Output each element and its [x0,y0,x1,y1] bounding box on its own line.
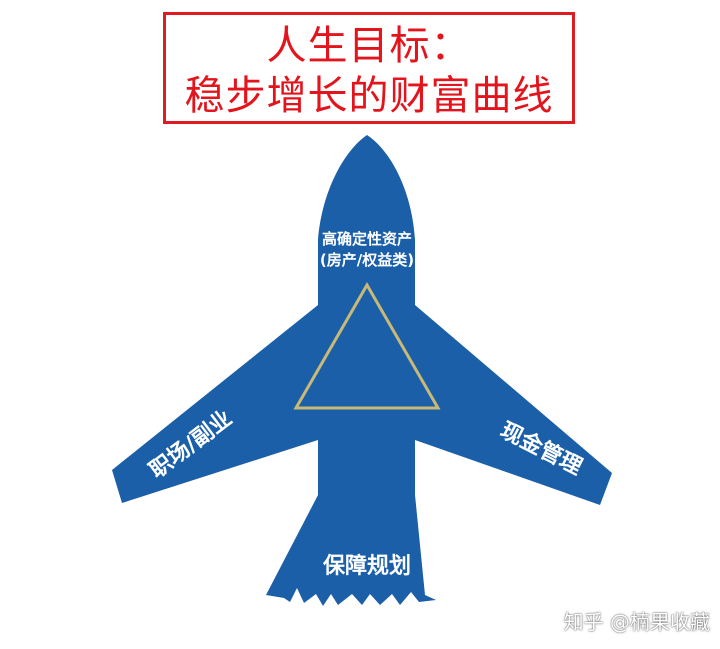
nose-label-line-2: (房产/权益类) [320,251,414,269]
title-line-2: 稳步增长的财富曲线 [184,73,554,119]
zhihu-watermark: 知乎 @楠果收藏 [563,610,710,634]
asset-triangle [293,281,441,410]
airplane-shape [112,135,612,606]
nose-label-line-1: 高确定性资产 [322,230,412,248]
title-line-1: 人生目标： [266,23,472,69]
title-box: 人生目标： 稳步增长的财富曲线 [163,12,575,124]
tail-label: 保障规划 [322,553,411,579]
